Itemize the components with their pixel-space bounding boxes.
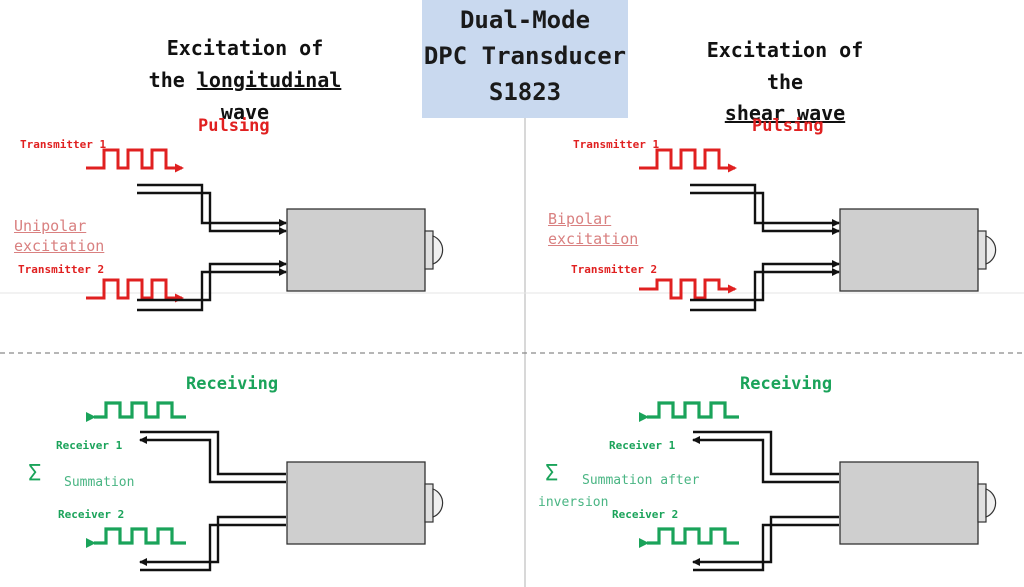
left-pulsing-label: Pulsing (198, 116, 270, 136)
right-receiver-2-pulse (639, 527, 739, 548)
right-transmitter-1-pulse (639, 148, 737, 173)
right-receiver-1-pulse (639, 401, 739, 422)
left-transmitter-1-label: Transmitter 1 (20, 138, 107, 151)
left-top-upper-wire-inner (137, 191, 287, 235)
left-heading-line-1: Excitation of (166, 36, 324, 60)
right-bottom-transducer-lens (985, 488, 997, 518)
left-bottom-upper-return-inner (139, 436, 286, 484)
left-top-lower-wire-outer (137, 268, 287, 312)
right-top-transducer-body (839, 208, 979, 292)
title-box: Dual-Mode DPC Transducer S1823 (422, 0, 628, 118)
title-line-3: S1823 (488, 78, 562, 106)
left-top-transducer-body (286, 208, 426, 292)
right-bottom-lower-return-inner (692, 515, 839, 566)
left-top-transducer-lens (432, 235, 444, 265)
right-excitation-line-2: excitation (548, 230, 639, 248)
right-heading-line-3: shear wave (724, 101, 846, 125)
left-top-transducer-neck (424, 230, 434, 270)
left-receiver-2-label: Receiver 2 (58, 508, 125, 521)
title-line-1: Dual-Mode (459, 6, 591, 34)
left-top-upper-wire-outer (137, 183, 287, 227)
left-bottom-transducer-body (286, 461, 426, 545)
right-bottom-lower-return-outer (693, 523, 839, 572)
title-line-2: DPC Transducer (423, 42, 627, 70)
right-bottom-upper-return-inner (692, 436, 839, 484)
left-receiver-1-label: Receiver 1 (56, 439, 123, 452)
right-pulsing-label: Pulsing (752, 116, 824, 136)
right-receiver-1-label: Receiver 1 (609, 439, 676, 452)
left-transmitter-2-pulse (86, 278, 184, 303)
left-heading-line-3: wave (220, 100, 270, 124)
right-top-upper-wire-outer (690, 183, 840, 227)
left-bottom-transducer-lens (432, 488, 444, 518)
left-bottom-lower-return-inner (139, 515, 286, 566)
left-receiver-2-pulse (86, 527, 186, 548)
left-receiving-label: Receiving (186, 374, 279, 394)
left-heading-line-2: the longitudinal (120, 68, 370, 92)
left-excitation-line-2: excitation (14, 237, 105, 255)
left-heading-prefix: the (148, 68, 197, 92)
left-bottom-upper-return-outer (140, 430, 286, 476)
right-heading-line-1: Excitation of (706, 38, 864, 62)
right-bottom-transducer-neck (977, 483, 987, 523)
right-sigma-symbol: Σ (545, 461, 559, 486)
left-excitation-note: Unipolar excitation (14, 216, 104, 256)
right-top-transducer-lens (985, 235, 997, 265)
left-heading-underlined: longitudinal (196, 68, 342, 92)
left-sigma-symbol: Σ (28, 461, 42, 486)
right-top-transducer-neck (977, 230, 987, 270)
right-summation-line-1: Summation after (582, 473, 700, 488)
right-top-lower-wire-inner (690, 260, 840, 302)
left-top-lower-wire-inner (137, 260, 287, 302)
left-transmitter-1-pulse (86, 148, 184, 173)
right-receiver-2-label: Receiver 2 (612, 508, 679, 521)
left-bottom-transducer-neck (424, 483, 434, 523)
right-top-lower-wire-outer (690, 268, 840, 312)
right-transmitter-2-pulse (639, 278, 737, 300)
right-bottom-transducer-body (839, 461, 979, 545)
left-bottom-lower-return-outer (140, 523, 286, 572)
right-excitation-line-1: Bipolar (548, 210, 612, 228)
left-summation-label: Summation (64, 475, 135, 490)
right-bottom-upper-return-outer (693, 430, 839, 476)
right-transmitter-1-label: Transmitter 1 (573, 138, 660, 151)
right-heading-line-2: the (766, 70, 804, 94)
right-top-upper-wire-inner (690, 191, 840, 235)
left-transmitter-2-label: Transmitter 2 (18, 263, 105, 276)
left-excitation-line-1: Unipolar (14, 217, 87, 235)
right-transmitter-2-label: Transmitter 2 (571, 263, 658, 276)
right-excitation-note: Bipolar excitation (548, 209, 638, 249)
right-summation-line-2: inversion (538, 495, 609, 510)
right-receiving-label: Receiving (740, 374, 833, 394)
left-receiver-1-pulse (86, 401, 186, 422)
